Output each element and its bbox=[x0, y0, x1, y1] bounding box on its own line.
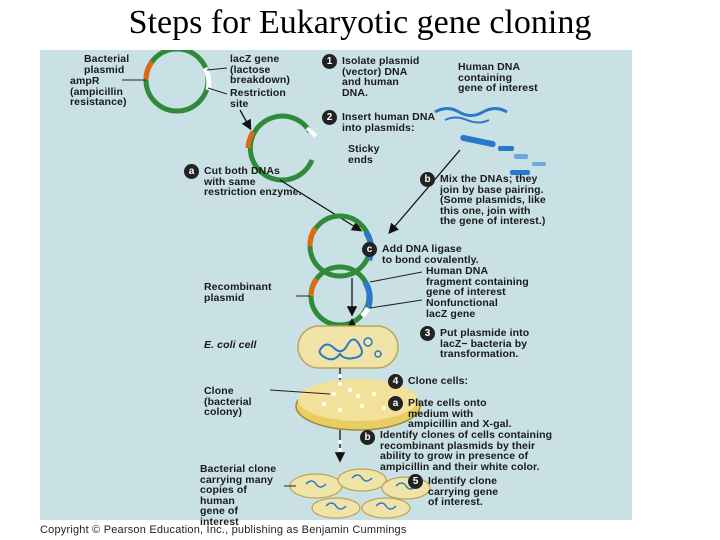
dna-fragments bbox=[460, 134, 546, 175]
step-text-2c: Add DNA ligase to bond covalently. bbox=[382, 243, 479, 266]
step-arrow bbox=[239, 109, 252, 131]
copyright-notice: Copyright © Pearson Education, Inc., pub… bbox=[40, 524, 407, 536]
recombinant-plasmid bbox=[308, 264, 373, 328]
lacz-pointer bbox=[206, 67, 228, 71]
ecoli-cell bbox=[297, 325, 399, 369]
clone-pointer bbox=[269, 389, 331, 395]
label-lacz-gene: lacZ gene (lactose breakdown) bbox=[230, 53, 290, 86]
cut-plasmid bbox=[245, 113, 318, 183]
step-badge-2c: c bbox=[362, 242, 377, 257]
label-bacterial-clone: Bacterial clone carrying many copies of … bbox=[200, 463, 277, 528]
step-text-2b: Mix the DNAs; they join by base pairing.… bbox=[440, 173, 546, 227]
step-text-4a: Plate cells onto medium with ampicillin … bbox=[408, 397, 512, 430]
step-text-2: Insert human DNA into plasmids: bbox=[342, 111, 436, 134]
diagram-graphics bbox=[122, 50, 546, 519]
step-badge-2b: b bbox=[420, 172, 435, 187]
step-text-4b: Identify clones of cells containing reco… bbox=[380, 429, 553, 473]
arrow-cut bbox=[279, 179, 363, 232]
step-badge-4b: b bbox=[360, 430, 375, 445]
step-badge-5: 5 bbox=[408, 474, 423, 489]
step-text-4: Clone cells: bbox=[408, 375, 469, 387]
label-bacterial-plasmid: Bacterial plasmid bbox=[84, 53, 130, 76]
label-amp-resistance: ampR (ampicillin resistance) bbox=[70, 75, 127, 108]
label-recombinant-plasmid: Recombinant plasmid bbox=[204, 281, 272, 304]
step-text-2a: Cut both DNAs with same restriction enzy… bbox=[204, 165, 302, 198]
step-badge-2: 2 bbox=[322, 110, 337, 125]
label-sticky-ends: Sticky ends bbox=[348, 143, 380, 166]
cloning-diagram: Bacterial plasmid ampR (ampicillin resis… bbox=[40, 50, 632, 527]
label-human-dna-fragment: Human DNA fragment containing gene of in… bbox=[426, 265, 529, 298]
fragment-pointer bbox=[369, 271, 423, 283]
step-badge-4: 4 bbox=[388, 374, 403, 389]
step-badge-1: 1 bbox=[322, 54, 337, 69]
step-badge-4a: a bbox=[388, 396, 403, 411]
bacterial-plasmid bbox=[143, 50, 212, 114]
label-nonfunctional-lacz: Nonfunctional lacZ gene bbox=[426, 297, 498, 320]
step-text-5: Identify clone carrying gene of interest… bbox=[428, 475, 499, 508]
step-text-1: Isolate plasmid (vector) DNA and human D… bbox=[342, 55, 420, 99]
label-ecoli-cell: E. coli cell bbox=[204, 339, 257, 351]
bacterial-clone-cells bbox=[289, 468, 431, 519]
slide-title: Steps for Eukaryotic gene cloning bbox=[128, 4, 592, 41]
nonfunctional-pointer bbox=[369, 299, 423, 309]
label-human-dna: Human DNA containing gene of interest bbox=[458, 61, 538, 94]
label-restriction-site: Restriction site bbox=[230, 87, 286, 110]
arrow-fragments bbox=[388, 149, 461, 234]
label-clone: Clone (bacterial colony) bbox=[204, 385, 252, 418]
human-dna-strands bbox=[434, 107, 508, 124]
step-badge-3: 3 bbox=[420, 326, 435, 341]
step-text-3: Put plasmide into lacZ− bacteria by tran… bbox=[440, 327, 530, 360]
step-badge-2a: a bbox=[184, 164, 199, 179]
restriction-pointer bbox=[207, 87, 228, 95]
